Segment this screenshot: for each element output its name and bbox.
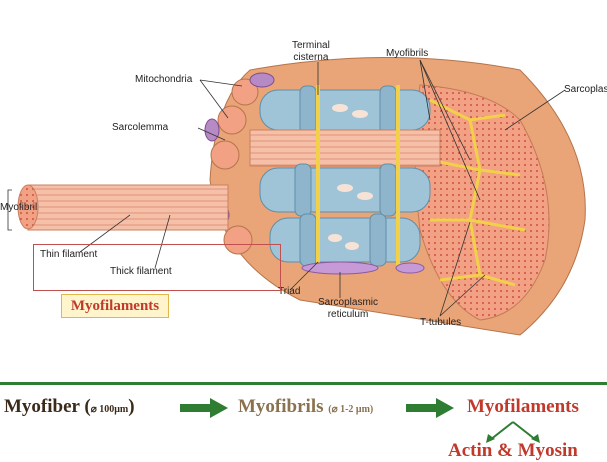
leader-lines — [7, 59, 566, 317]
muscle-fiber-diagram — [7, 57, 586, 336]
flow-myofibrils: Myofibrils (⌀ 1-2 μm) — [238, 396, 374, 417]
t-tubules-vertical — [316, 85, 400, 270]
label-myofibrils: Myofibrils — [386, 48, 429, 59]
label-sarcoplasmic-reticulum: Sarcoplasmic reticulum — [318, 297, 379, 320]
label-myofibril: Myofibril — [0, 202, 38, 213]
label-sarcolemma: Sarcolemma — [112, 122, 169, 133]
myofibril-row-2 — [249, 129, 441, 167]
sr-holes — [328, 104, 373, 250]
flow-myofiber: Myofiber (⌀ 100μm) — [4, 396, 135, 417]
label-triad: Triad — [278, 286, 301, 297]
flow-arrow-2-icon — [406, 398, 454, 418]
branch-arrows-icon — [486, 421, 540, 443]
label-t-tubules: T-tubules — [420, 317, 462, 328]
flow-myofilaments: Myofilaments — [467, 396, 579, 417]
myofibril-row-1 — [259, 85, 431, 135]
flow-arrow-1-icon — [180, 398, 228, 418]
flow-actin-myosin: Actin & Myosin — [448, 440, 578, 461]
label-terminal-cisterna: Terminal cisterna — [292, 40, 330, 63]
label-mitochondria: Mitochondria — [135, 74, 193, 85]
label-thick-filament: Thick filament — [110, 266, 172, 277]
filament-inset-box — [33, 244, 281, 291]
sr-purple-2 — [395, 262, 425, 274]
label-sarcoplasm: Sarcoplas — [564, 84, 607, 95]
section-divider — [0, 382, 607, 385]
label-thin-filament: Thin filament — [40, 249, 98, 260]
myofilaments-title-box: Myofilaments — [61, 294, 169, 318]
protruding-myofibril — [17, 184, 229, 231]
